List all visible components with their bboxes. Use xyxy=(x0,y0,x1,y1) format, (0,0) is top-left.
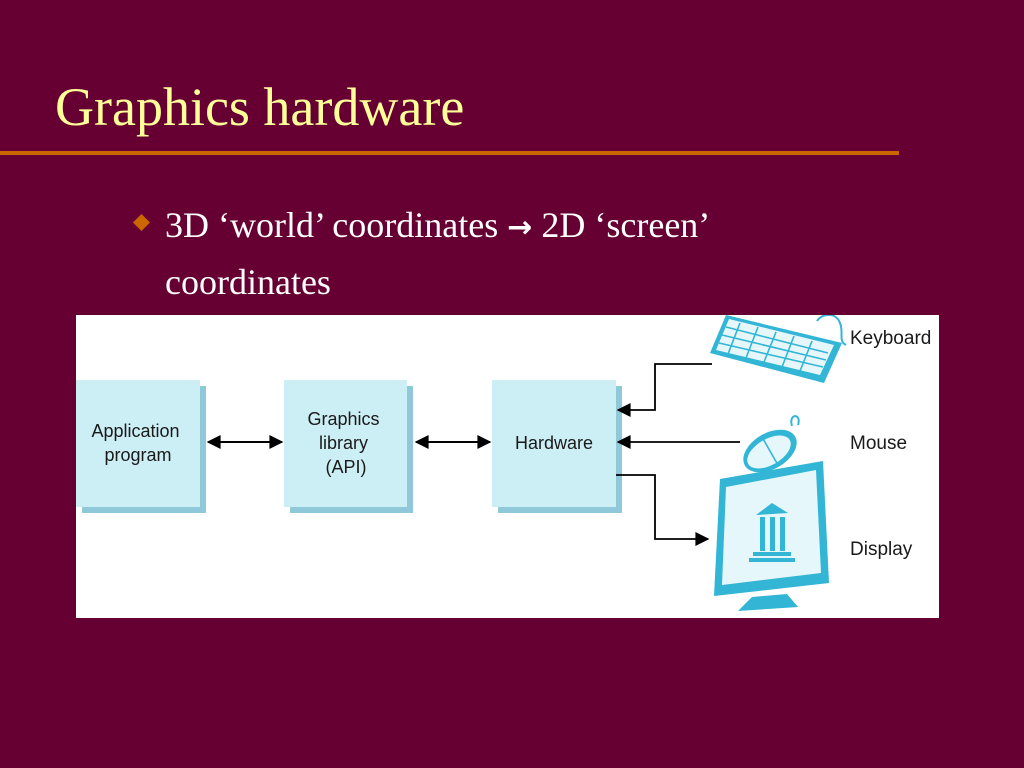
hardware-to-display-arrow xyxy=(616,474,710,546)
graphics-library-box-label: Graphics library (API) xyxy=(307,409,384,477)
keyboard-to-hardware-arrow xyxy=(616,363,712,417)
title-underline xyxy=(0,151,899,155)
diamond-bullet-icon xyxy=(133,214,150,231)
keyboard-icon xyxy=(710,315,847,383)
diagram-canvas: Application program Graphics library (AP… xyxy=(76,315,931,611)
application-program-box: Application program xyxy=(76,380,206,513)
bullet-text-world: 3D ‘world’ coordinates xyxy=(165,205,499,245)
graphics-library-label-line-3: (API) xyxy=(325,457,366,477)
application-box-label: Application program xyxy=(91,421,184,465)
graphics-library-label-line-1: Graphics xyxy=(307,409,379,429)
hardware-box-label: Hardware xyxy=(515,433,593,453)
mouse-label: Mouse xyxy=(850,433,907,454)
slide-title: Graphics hardware xyxy=(55,77,465,137)
hardware-diagram: Application program Graphics library (AP… xyxy=(76,315,939,618)
graphics-library-label-line-2: library xyxy=(319,433,368,453)
hardware-label-line-1: Hardware xyxy=(515,433,593,453)
application-label-line-2: program xyxy=(104,445,171,465)
mouse-icon xyxy=(743,415,800,473)
display-monitor-icon xyxy=(714,461,829,611)
keyboard-label: Keyboard xyxy=(850,328,931,349)
application-label-line-1: Application xyxy=(91,421,179,441)
graphics-library-box: Graphics library (API) xyxy=(284,380,413,513)
bullet-text-screen: 2D ‘screen’ xyxy=(541,205,711,245)
right-arrow-icon: → xyxy=(507,210,533,245)
bullet-item: 3D ‘world’ coordinates → 2D ‘screen’ coo… xyxy=(165,198,925,309)
display-label: Display xyxy=(850,539,913,560)
bullet-line-2: coordinates xyxy=(165,262,331,302)
hardware-box: Hardware xyxy=(492,380,622,513)
bullet-line-1: 3D ‘world’ coordinates → 2D ‘screen’ xyxy=(165,198,925,255)
